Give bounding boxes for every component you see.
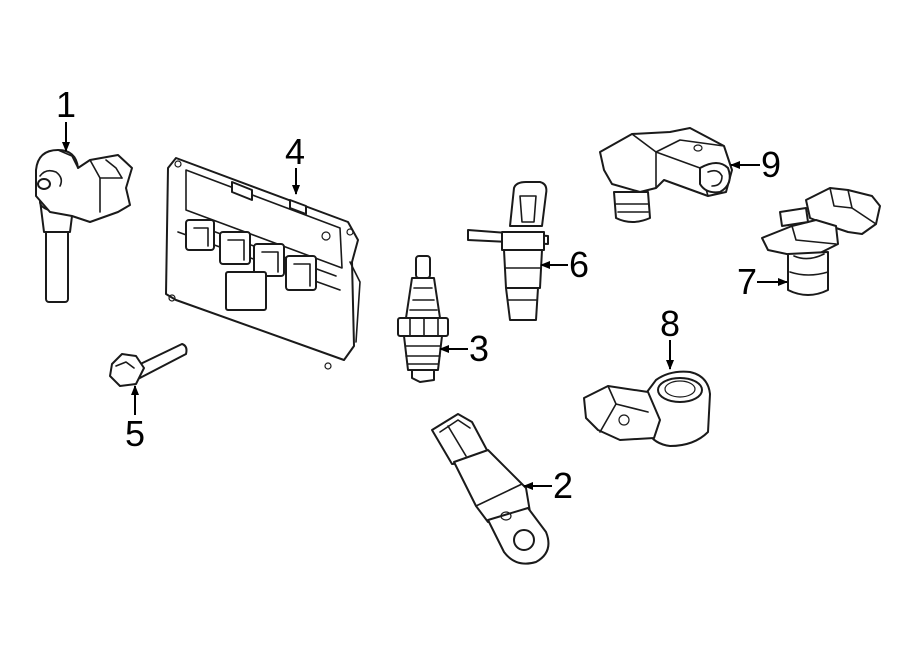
mounting-bolt: [109, 343, 188, 387]
callout-7: 7: [737, 261, 757, 302]
callout-2: 2: [553, 465, 573, 506]
callout-8: 8: [660, 303, 680, 344]
callout-3: 3: [469, 328, 489, 369]
map-sensor: [599, 127, 733, 223]
sensor-with-bracket: [431, 413, 550, 565]
camshaft-position-sensor: [761, 187, 881, 296]
ignition-coil: [35, 149, 133, 303]
leader-lines: [62, 122, 788, 490]
spark-plug: [397, 255, 449, 383]
position-sensor-6: [467, 181, 549, 321]
callout-5: 5: [125, 413, 145, 454]
engine-control-module: [165, 157, 361, 370]
callout-6: 6: [569, 244, 589, 285]
callout-labels: 1 4 5 3 6 9 7 8 2: [56, 84, 781, 506]
callout-4: 4: [285, 131, 305, 172]
callout-1: 1: [56, 84, 76, 125]
callout-9: 9: [761, 144, 781, 185]
knock-sensor: [583, 370, 711, 447]
